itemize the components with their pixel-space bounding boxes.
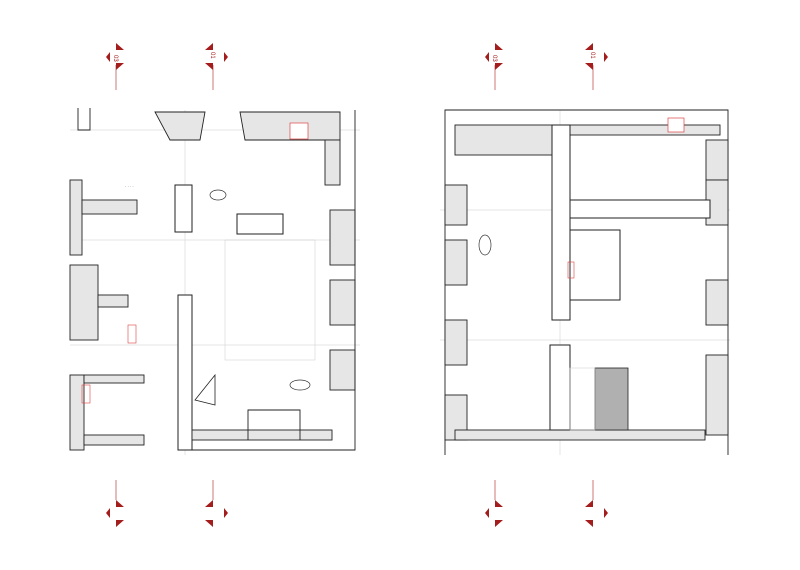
section-marker-top-right-a: 03 — [485, 43, 503, 90]
section-marker-top-left-a: 03 — [106, 43, 124, 90]
ground-floor-plan: · · · · — [69, 108, 356, 451]
section-marker-bottom-left-b — [205, 480, 228, 527]
svg-text:· · · ·: · · · · — [125, 184, 134, 189]
section-marker-bottom-left-a — [106, 480, 124, 527]
human-figure-icon — [478, 234, 492, 256]
section-marker-bottom-right-b — [585, 480, 608, 527]
section-marker-bottom-right-a — [485, 480, 503, 527]
svg-text:03: 03 — [112, 55, 118, 62]
construction-grid — [70, 110, 730, 455]
section-marker-top-right-b: 01 — [585, 43, 608, 90]
section-markers: 03 01 03 01 — [106, 43, 608, 527]
section-marker-top-left-b: 01 — [205, 43, 228, 90]
upper-floor-plan — [444, 109, 729, 455]
svg-text:01: 01 — [589, 52, 595, 59]
svg-text:03: 03 — [491, 55, 497, 62]
svg-text:01: 01 — [209, 52, 215, 59]
human-figure-icon — [209, 189, 311, 391]
